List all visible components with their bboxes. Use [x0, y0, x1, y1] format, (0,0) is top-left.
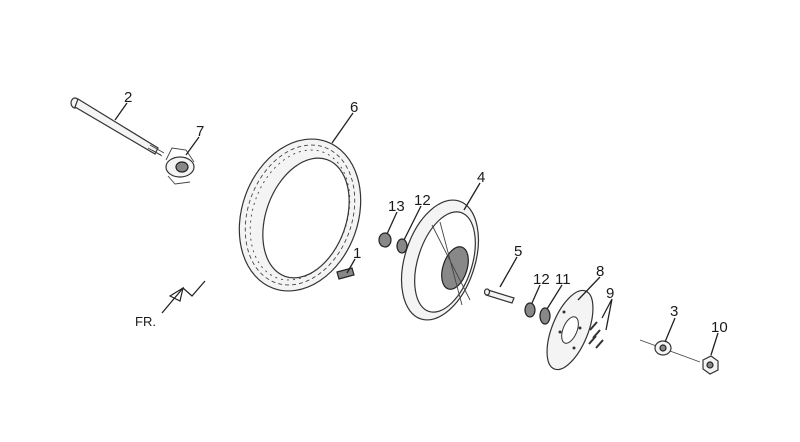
- callout-11: 11: [555, 271, 571, 288]
- callout-12-right: 12: [533, 271, 550, 288]
- rim-part[interactable]: [388, 190, 493, 330]
- axle-part[interactable]: [70, 97, 165, 157]
- collar-part[interactable]: [639, 339, 701, 363]
- speedometer-gear-part[interactable]: [165, 147, 195, 185]
- callout-6: 6: [350, 99, 358, 116]
- bearing-12-left-part[interactable]: [396, 238, 408, 254]
- callout-5: 5: [514, 243, 522, 260]
- front-direction-label: FR.: [135, 314, 156, 329]
- callout-8: 8: [596, 263, 604, 280]
- callout-3: 3: [670, 303, 678, 320]
- callout-7: 7: [196, 123, 204, 140]
- callout-13: 13: [388, 198, 405, 215]
- callout-2: 2: [124, 89, 132, 106]
- front-direction-arrow-icon: [161, 280, 206, 314]
- valve-part[interactable]: [336, 267, 355, 280]
- bearing-12-right-part[interactable]: [524, 302, 536, 318]
- disc-bolts-part[interactable]: [588, 321, 604, 349]
- axle-nut-part[interactable]: [702, 355, 719, 375]
- brake-disc-part[interactable]: [538, 284, 603, 375]
- seal-11-part[interactable]: [539, 307, 551, 325]
- spacer-part[interactable]: [483, 288, 515, 304]
- callout-9: 9: [606, 285, 614, 302]
- callout-4: 4: [477, 169, 485, 186]
- callout-1: 1: [353, 245, 361, 262]
- callout-leaders: [114, 102, 719, 356]
- bearing-13-part[interactable]: [378, 232, 392, 248]
- tire-part[interactable]: [219, 122, 381, 308]
- callout-12-left: 12: [414, 192, 431, 209]
- callout-10: 10: [711, 319, 728, 336]
